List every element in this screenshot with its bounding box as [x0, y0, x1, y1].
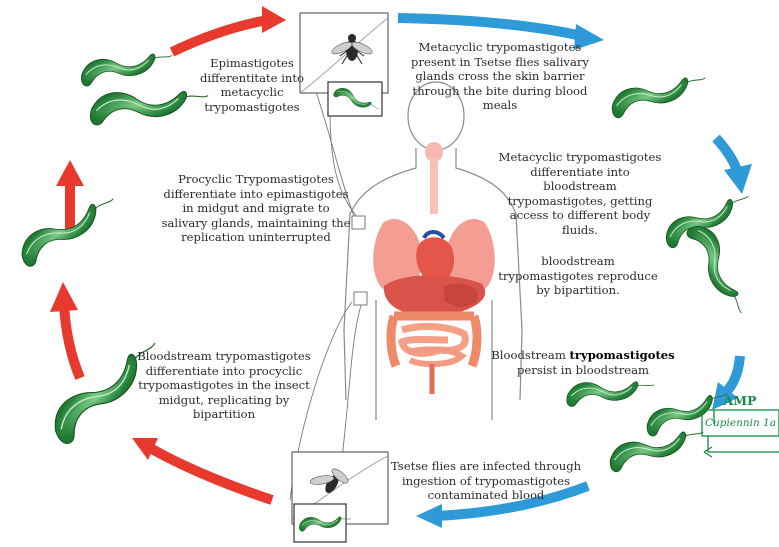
body-marker-upper	[352, 216, 365, 229]
body-marker-lower	[354, 292, 367, 305]
label-procyclic: Procyclic Trypomastigotes differentiate …	[160, 172, 352, 245]
fly-box-bottom	[292, 452, 388, 542]
persist-bold: trypomastigotes	[570, 348, 675, 362]
fly-box-top	[300, 13, 388, 116]
label-metacyclic-present: Metacyclic trypomastigotes present in Ts…	[408, 40, 592, 113]
label-bloodstream-differentiate: Bloodstream trypomastigotes differentiat…	[126, 349, 322, 422]
label-metacyclic-differentiate: Metacyclic trypomastigotes differentiate…	[494, 150, 666, 238]
persist-suffix: persist in bloodstream	[517, 363, 649, 377]
organs-icon	[373, 142, 495, 394]
label-epimastigotes: Epimastigotes differentitate into metacy…	[194, 56, 310, 114]
amp-name: Cupiennin 1a	[702, 417, 779, 429]
persist-prefix: Bloodstream	[491, 348, 566, 362]
leader-lines	[290, 74, 362, 500]
label-tsetse-infected: Tsetse flies are infected through ingest…	[386, 459, 586, 503]
amp-title: AMP	[715, 393, 765, 408]
label-bloodstream-reproduce: bloodstream trypomastigotes reproduce by…	[498, 254, 658, 298]
